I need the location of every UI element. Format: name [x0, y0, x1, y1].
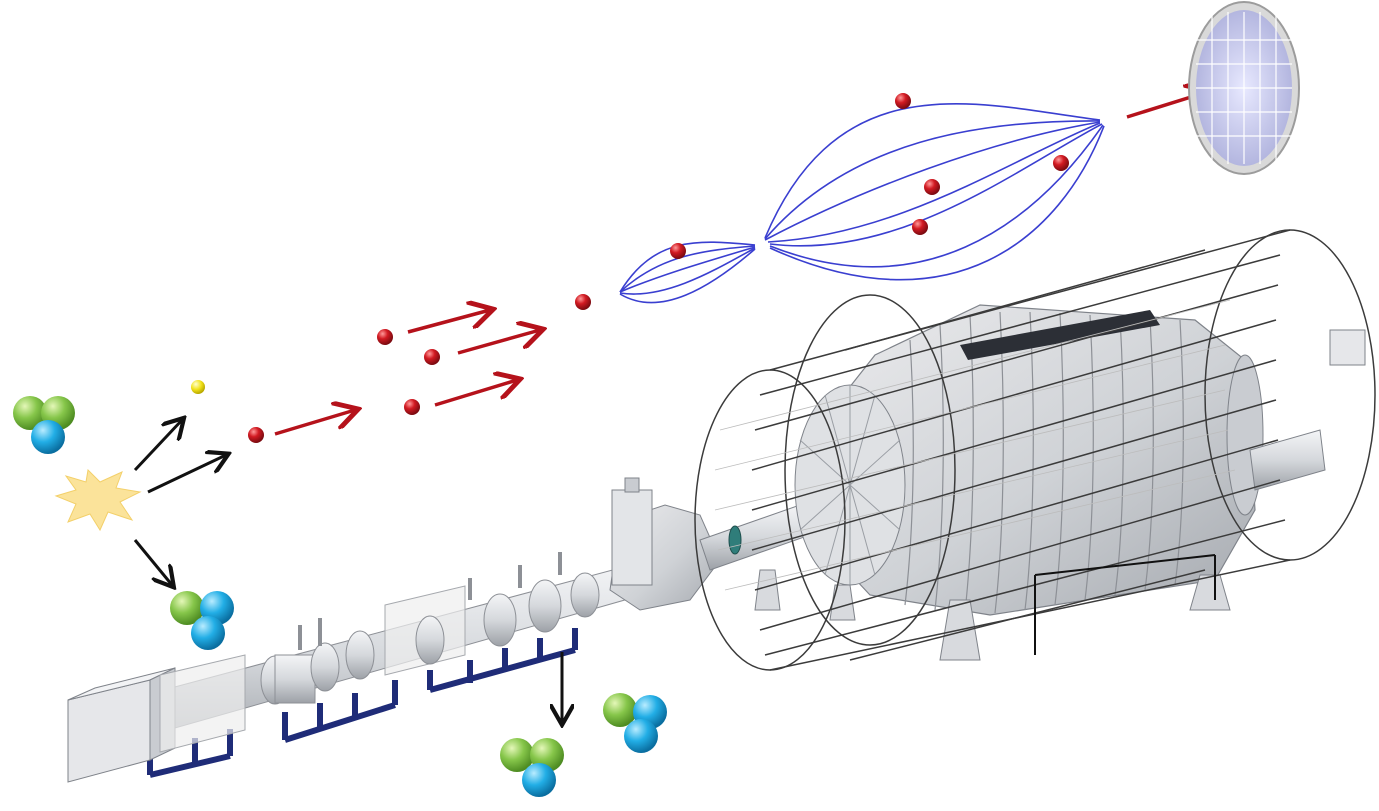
electron	[670, 243, 686, 259]
electron	[895, 93, 911, 109]
electron	[424, 349, 440, 365]
three-nucleon-cluster-icon	[170, 591, 234, 650]
yellow-sphere-icon	[191, 380, 205, 394]
three-nucleon-cluster-icon	[13, 396, 75, 454]
electron	[912, 219, 928, 235]
electron-direction-arrows	[274, 92, 1207, 436]
electron	[377, 329, 393, 345]
electron	[575, 294, 591, 310]
segmented-wafer-icon	[1188, 1, 1300, 175]
beamline-source-transport	[67, 477, 812, 783]
electron	[1053, 155, 1069, 171]
electrons	[248, 93, 1069, 443]
main-spectrometer	[694, 229, 1376, 671]
electron	[248, 427, 264, 443]
three-nucleon-cluster-icon	[500, 738, 564, 797]
three-nucleon-cluster-icon	[603, 693, 667, 753]
starburst-icon	[54, 468, 142, 532]
decay-product-arrows	[133, 420, 562, 722]
electron	[404, 399, 420, 415]
electron	[924, 179, 940, 195]
magnetic-flux-tube	[619, 103, 1105, 304]
